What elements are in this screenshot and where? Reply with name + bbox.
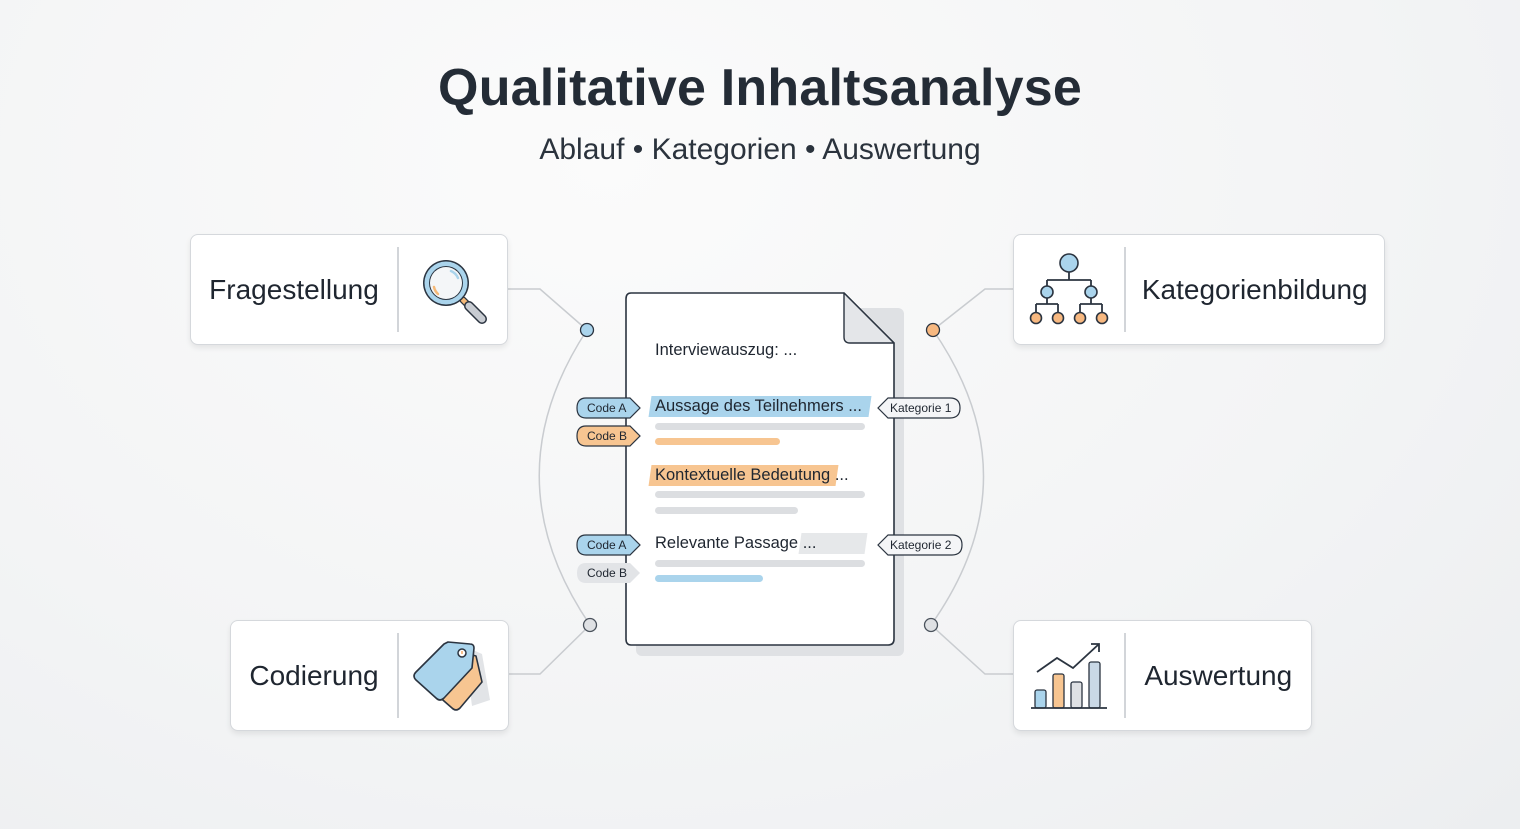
- card-divider: [1124, 247, 1126, 332]
- step-label: Fragestellung: [209, 273, 379, 305]
- text-line-placeholder: [655, 491, 865, 498]
- step-card-kategorienbildung[interactable]: Kategorienbildung: [1013, 234, 1385, 345]
- tag-shape-icon: [577, 563, 640, 583]
- code-tag-a[interactable]: Code A: [576, 534, 642, 556]
- tags-icon: [399, 638, 509, 714]
- text-line-orange: [655, 438, 780, 445]
- code-tag-b[interactable]: Code B: [576, 562, 642, 584]
- card-divider: [397, 633, 399, 718]
- step-card-codierung[interactable]: Codierung: [230, 620, 509, 731]
- category-tag-2[interactable]: Kategorie 2: [877, 534, 963, 556]
- bar-chart-trend-icon: [1014, 638, 1124, 714]
- node-dot-grey: [923, 617, 939, 633]
- card-divider: [1124, 633, 1126, 718]
- magnifier-icon: [399, 250, 508, 330]
- passage-text[interactable]: Kontextuelle Bedeutung ...: [655, 466, 849, 485]
- text-line-placeholder: [655, 507, 798, 514]
- interview-document[interactable]: Interviewauszug: ... Aussage des Teilneh…: [625, 292, 895, 646]
- hierarchy-tree-icon: [1014, 252, 1124, 328]
- step-card-fragestellung[interactable]: Fragestellung: [190, 234, 508, 345]
- page-subtitle: Ablauf • Kategorien • Auswertung: [539, 133, 981, 166]
- passage-ellipsis: ...: [802, 534, 817, 552]
- tag-label: Code B: [587, 429, 628, 443]
- passage-main-text: Kontextuelle Bedeutung: [655, 466, 831, 484]
- tag-shape-icon: [877, 397, 961, 419]
- text-line-blue: [655, 575, 763, 582]
- code-tag-b[interactable]: Code B: [576, 425, 642, 447]
- tag-shape-icon: [576, 397, 641, 419]
- code-tag-a[interactable]: Code A: [576, 397, 642, 419]
- tag-label: Code B: [587, 566, 628, 580]
- passage-main-text: Relevante Passage: [655, 534, 799, 552]
- tag-shape-icon: [576, 425, 641, 447]
- card-divider: [397, 247, 399, 332]
- passage-text[interactable]: Relevante Passage ...: [655, 534, 816, 553]
- step-label: Codierung: [249, 659, 379, 691]
- tag-label: Kategorie 1: [890, 401, 952, 415]
- step-card-auswertung[interactable]: Auswertung: [1013, 620, 1312, 731]
- node-dot-orange: [925, 322, 941, 338]
- node-dot-blue: [579, 322, 595, 338]
- node-dot-grey: [582, 617, 598, 633]
- passage-text[interactable]: Aussage des Teilnehmers ...: [655, 397, 862, 415]
- step-label: Kategorienbildung: [1141, 273, 1368, 305]
- tag-label: Code A: [587, 538, 627, 552]
- text-line-placeholder: [655, 423, 865, 430]
- tag-shape-icon: [576, 534, 641, 556]
- text-line-placeholder: [655, 560, 865, 567]
- page-title: Qualitative Inhaltsanalyse: [438, 59, 1082, 117]
- category-tag-1[interactable]: Kategorie 1: [877, 397, 961, 419]
- passage-ellipsis: ...: [834, 466, 849, 484]
- tag-label: Kategorie 2: [890, 538, 952, 552]
- tag-shape-icon: [877, 534, 963, 556]
- tag-label: Code A: [587, 401, 627, 415]
- step-label: Auswertung: [1144, 659, 1293, 691]
- document-heading: Interviewauszug: ...: [655, 341, 798, 359]
